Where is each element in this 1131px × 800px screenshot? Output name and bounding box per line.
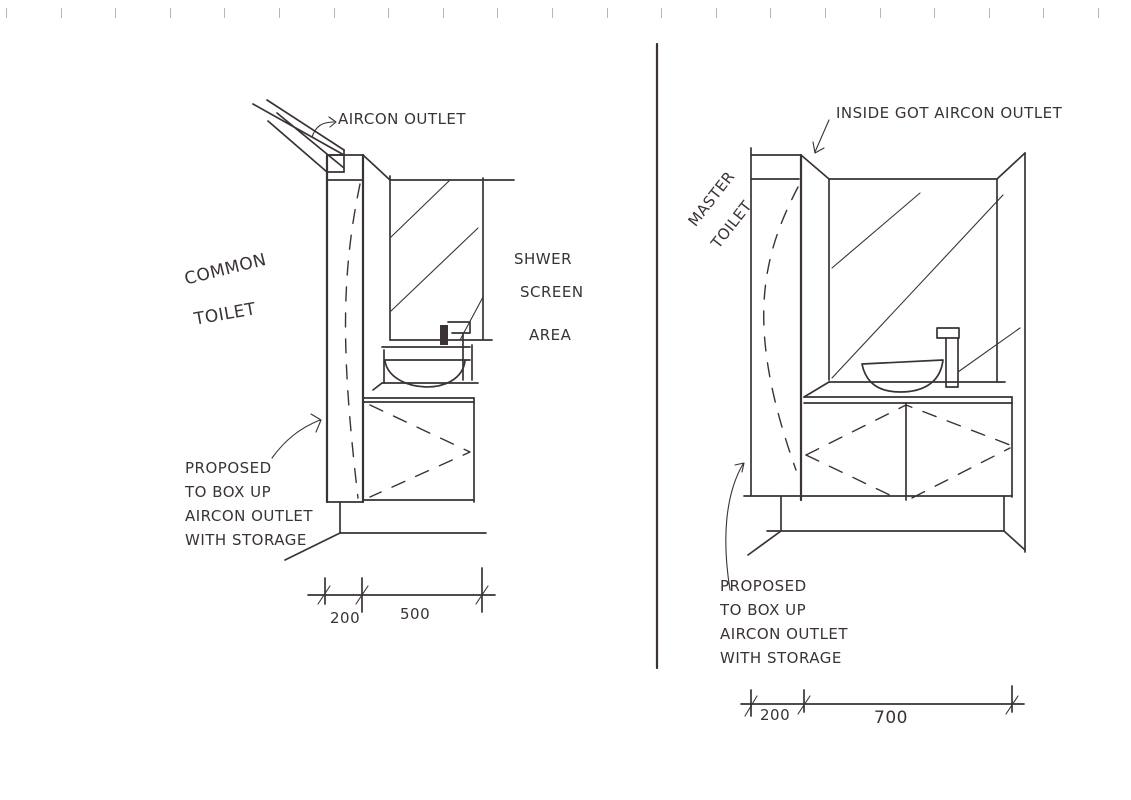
boxed-column-right bbox=[750, 147, 803, 502]
proposal-line-1: PROPOSED bbox=[185, 459, 272, 477]
floor-lines bbox=[284, 501, 487, 561]
dimension-label-200-left: 200 bbox=[330, 609, 361, 627]
ruler-tick bbox=[333, 8, 335, 18]
basin bbox=[381, 344, 473, 388]
dimension-label-200-right: 200 bbox=[760, 706, 791, 724]
proposal-note-right: PROPOSED TO BOX UP AIRCON OUTLET WITH ST… bbox=[720, 574, 848, 670]
dimension-line-left bbox=[307, 567, 496, 613]
shower-label-line1: SHWER bbox=[514, 250, 573, 268]
ruler-tick bbox=[6, 8, 7, 18]
ruler-tick bbox=[497, 8, 499, 18]
vanity-cabinet-right bbox=[743, 381, 1013, 501]
proposal-line-2: TO BOX UP bbox=[185, 483, 272, 501]
ruler-tick bbox=[115, 8, 117, 18]
aircon-arrow-icon bbox=[311, 121, 335, 138]
ruler-tick bbox=[224, 8, 226, 18]
ruler-tick bbox=[60, 8, 62, 18]
vanity-cabinet bbox=[362, 382, 479, 503]
aircon-duct bbox=[252, 99, 345, 173]
tap-icon-right bbox=[936, 327, 960, 388]
proposal-line-3: AIRCON OUTLET bbox=[185, 507, 314, 525]
inside-aircon-outlet-label: INSIDE GOT AIRCON OUTLET bbox=[836, 104, 1063, 122]
proposal-arrow-icon bbox=[271, 419, 321, 459]
ruler-tick bbox=[1098, 8, 1099, 18]
proposal-note-left: PROPOSED TO BOX UP AIRCON OUTLET WITH ST… bbox=[185, 456, 313, 552]
right-elevation bbox=[725, 119, 1026, 717]
ruler-tick bbox=[715, 8, 717, 18]
mirror-area bbox=[362, 154, 515, 341]
basin-right bbox=[861, 359, 944, 393]
ruler-tick bbox=[169, 8, 171, 18]
ruler-tick bbox=[1043, 8, 1045, 18]
proposal-line-4-right: WITH STORAGE bbox=[720, 649, 842, 667]
left-elevation bbox=[252, 99, 515, 613]
ruler-tick bbox=[879, 8, 881, 18]
ruler-tick bbox=[442, 8, 444, 18]
ruler-tick bbox=[934, 8, 936, 18]
ruler-tick bbox=[388, 8, 390, 18]
dimension-line-right bbox=[740, 685, 1025, 717]
aircon-outlet-label: AIRCON OUTLET bbox=[338, 110, 467, 128]
dimension-label-700: 700 bbox=[874, 708, 908, 728]
proposal-line-2-right: TO BOX UP bbox=[720, 601, 807, 619]
proposal-line-4: WITH STORAGE bbox=[185, 531, 307, 549]
shower-label-line3: AREA bbox=[529, 326, 572, 344]
ruler-tick bbox=[606, 8, 608, 18]
ruler-tick bbox=[988, 8, 990, 18]
ruler-tick bbox=[770, 8, 772, 18]
tap-icon bbox=[440, 321, 471, 381]
ruler-tick bbox=[279, 8, 280, 18]
proposal-line-1-right: PROPOSED bbox=[720, 577, 807, 595]
dimension-label-500: 500 bbox=[400, 605, 431, 623]
aircon-arrow-icon-right bbox=[814, 119, 830, 153]
ruler-tick bbox=[825, 8, 826, 18]
floor-lines-right bbox=[747, 495, 1026, 556]
mirror-area-right bbox=[800, 152, 1026, 553]
ruler-tick bbox=[552, 8, 553, 18]
ruler-tick bbox=[661, 8, 663, 18]
proposal-arrow-icon-right bbox=[725, 463, 744, 591]
boxed-column bbox=[325, 153, 365, 504]
shower-label-line2: SCREEN bbox=[520, 283, 584, 301]
proposal-line-3-right: AIRCON OUTLET bbox=[720, 625, 849, 643]
